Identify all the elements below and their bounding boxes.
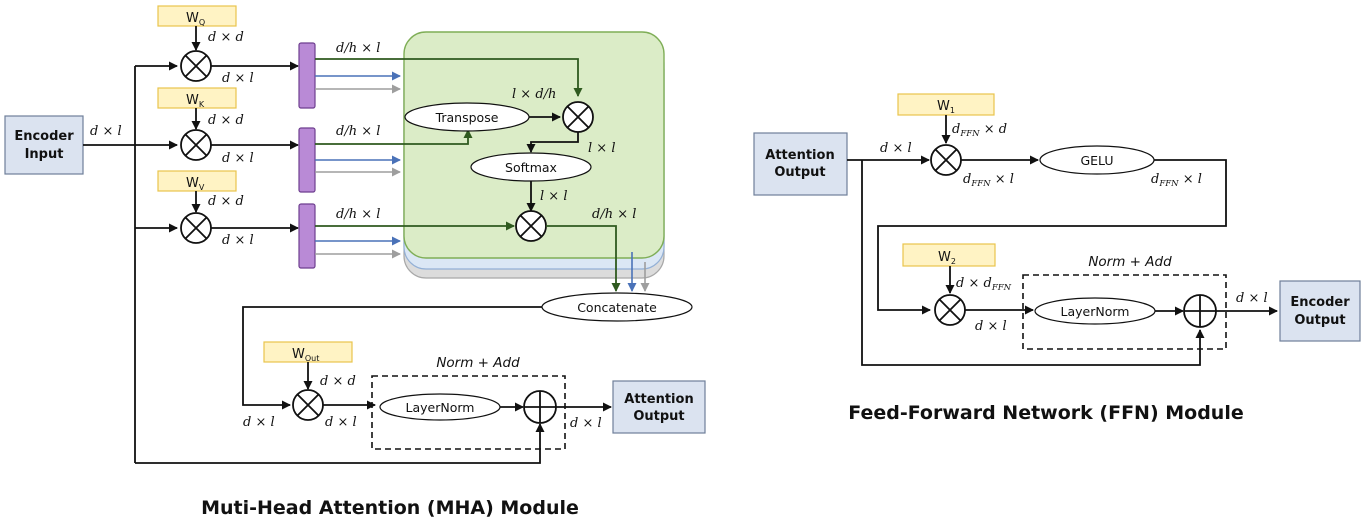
- mha-attention-output-label-1: Attention: [624, 392, 693, 407]
- dim-out-mult: d × l: [325, 415, 357, 430]
- av-out-line: [546, 225, 621, 292]
- ffn-attention-output-label-2: Output: [774, 165, 825, 180]
- concatenate-label: Concatenate: [577, 300, 657, 315]
- dim-v-head: d/h × l: [336, 207, 380, 222]
- dim-wq: d × d: [208, 30, 244, 45]
- q-split-bar: [298, 42, 316, 109]
- q-head-line: [315, 58, 583, 97]
- k-split-bar: [298, 127, 316, 193]
- mha-norm-add-label: Norm + Add: [436, 355, 520, 371]
- ffn-attention-output-box: [753, 132, 848, 196]
- dim-head-out: d/h × l: [592, 207, 636, 222]
- ffn-caption: Feed-Forward Network (FFN) Module: [848, 402, 1243, 424]
- ffn-dim-in: d × l: [880, 141, 912, 156]
- encoder-input-box: [4, 115, 84, 175]
- w1-label: W1: [937, 99, 955, 115]
- dim-concat: d × l: [243, 415, 275, 430]
- qk-multiply-icon: [562, 101, 594, 133]
- wk-box: [157, 87, 237, 109]
- mha-attention-output-box: [612, 380, 706, 434]
- ffn-dim-gelu: dFFN × l: [1151, 172, 1202, 189]
- dim-q-head: d/h × l: [336, 41, 380, 56]
- ffn-module: Attention Output d × l W1 dFFN × d dFFN …: [753, 93, 1361, 424]
- residual-line: [135, 423, 545, 464]
- dim-qk: l × d/h: [512, 87, 556, 102]
- dim-k-head: d/h × l: [336, 124, 380, 139]
- mha-caption: Muti-Head Attention (MHA) Module: [201, 497, 579, 519]
- ffn-norm-add-box: [1022, 274, 1227, 350]
- w2-box: [902, 243, 996, 267]
- ffn-dim-w2-out: d × l: [975, 319, 1007, 334]
- k-head-line: [315, 129, 473, 145]
- concat-to-wout-line: [242, 306, 542, 410]
- wq-label: WQ: [186, 11, 205, 27]
- ffn-layernorm-label: LayerNorm: [1061, 304, 1130, 319]
- ffn-norm-add-label: Norm + Add: [1088, 254, 1172, 270]
- ffn-dim-w1-out: dFFN × l: [963, 172, 1014, 189]
- mha-norm-add-box: [371, 375, 566, 450]
- dim-q-out: d × l: [222, 71, 254, 86]
- mha-layernorm-label: LayerNorm: [406, 400, 475, 415]
- softmax-label: Softmax: [505, 160, 557, 175]
- v-split-bar: [298, 203, 316, 269]
- dim-wv: d × d: [208, 194, 244, 209]
- dim-wout: d × d: [320, 374, 356, 389]
- w2-label: W2: [938, 250, 956, 266]
- gelu-label: GELU: [1080, 153, 1113, 168]
- av-multiply-icon: [515, 210, 547, 242]
- wv-label: WV: [186, 176, 205, 192]
- ffn-dim-w2: d × dFFN: [956, 276, 1012, 293]
- ffn-attention-output-label-1: Attention: [765, 148, 834, 163]
- arrow-qk-softmax: [526, 132, 579, 153]
- out-multiply-icon: [292, 389, 324, 421]
- ffn-residual-line: [861, 160, 1205, 366]
- encoder-input-label-1: Encoder: [14, 129, 74, 144]
- dim-k-out: d × l: [222, 151, 254, 166]
- encoder-output-box: [1279, 280, 1361, 342]
- dim-label-input: d × l: [90, 124, 122, 139]
- w2-multiply-icon: [934, 294, 966, 326]
- transpose-label: Transpose: [435, 110, 499, 125]
- mha-attention-output-label-2: Output: [633, 409, 684, 424]
- dim-softmax: l × l: [540, 189, 567, 204]
- wv-box: [157, 170, 237, 192]
- transpose-node: [404, 102, 530, 132]
- k-multiply-icon: [180, 129, 212, 161]
- wk-label: WK: [186, 93, 205, 109]
- mha-add-icon: [523, 390, 557, 424]
- q-multiply-icon: [180, 50, 212, 82]
- w1-multiply-icon: [930, 144, 962, 176]
- dim-scores: l × l: [588, 141, 615, 156]
- mha-module: Encoder Input d × l WQ WK WV d × d d × d…: [4, 5, 706, 519]
- ffn-dim-out: d × l: [1236, 291, 1268, 306]
- dim-v-out: d × l: [222, 233, 254, 248]
- wout-label: WOut: [292, 347, 319, 363]
- gelu-to-w2-line: [877, 159, 1227, 315]
- encoder-input-label-2: Input: [25, 147, 64, 162]
- ffn-dim-w1: dFFN × d: [952, 122, 1007, 139]
- v-multiply-icon: [180, 212, 212, 244]
- dim-wk: d × d: [208, 113, 244, 128]
- wq-box: [157, 5, 237, 27]
- encoder-output-label-1: Encoder: [1290, 295, 1350, 310]
- encoder-output-label-2: Output: [1294, 313, 1345, 328]
- dim-mha-out: d × l: [570, 416, 602, 431]
- ffn-add-icon: [1183, 294, 1217, 328]
